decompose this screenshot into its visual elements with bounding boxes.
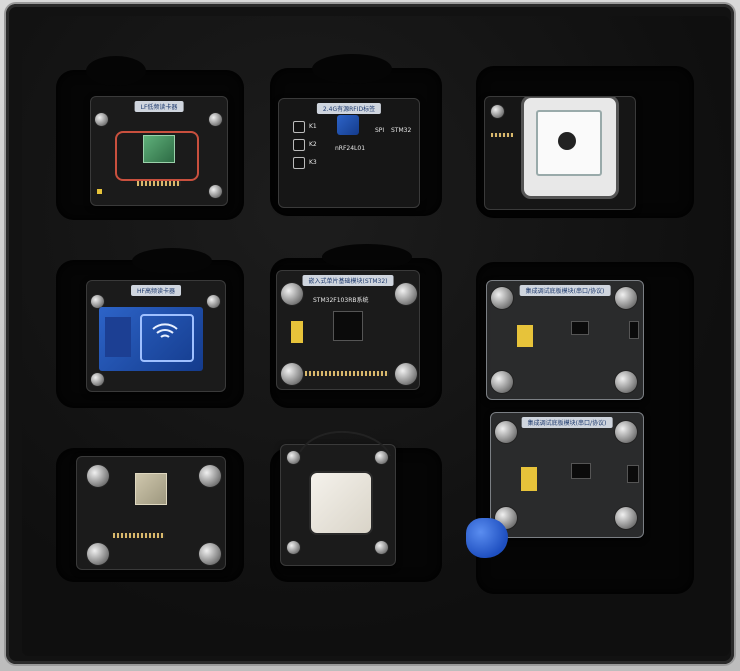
usb-port xyxy=(629,321,639,339)
screw xyxy=(199,465,221,487)
screw xyxy=(87,543,109,565)
rf24-tag-board: 2.4G有源RFID标签 K1 K2 K3 SPI STM32 nRF24L01 xyxy=(278,98,420,208)
stm32-label: STM32 xyxy=(391,127,412,134)
screw xyxy=(495,421,517,443)
screw xyxy=(287,541,300,554)
slot-notch xyxy=(312,54,392,84)
fingerprint-board xyxy=(280,444,396,566)
key-k1-button xyxy=(293,121,305,133)
pin-header xyxy=(137,181,181,186)
scanner-board xyxy=(484,96,636,210)
screw xyxy=(281,283,303,305)
screw xyxy=(91,295,104,308)
board-title-label: HF高频读卡器 xyxy=(131,285,181,296)
screw xyxy=(491,371,513,393)
screw xyxy=(95,113,108,126)
jumper-block xyxy=(521,467,537,491)
screw xyxy=(615,421,637,443)
screw xyxy=(395,283,417,305)
antenna-coil xyxy=(115,131,199,181)
slot-notch xyxy=(86,56,146,86)
barcode-scanner xyxy=(521,97,619,199)
wireless-module-chip xyxy=(135,473,167,505)
pin-header xyxy=(305,371,389,376)
stm32-chip-label: STM32F103RB系统 xyxy=(313,297,369,304)
screw xyxy=(615,371,637,393)
usb-port xyxy=(627,465,639,483)
blue-rfid-fob xyxy=(466,518,508,558)
stm32-base-board: 嵌入式单片基础模块(STM32) STM32F103RB系统 xyxy=(276,270,420,390)
ic-chip xyxy=(571,321,589,335)
lf-reader-board: LF低频读卡器 xyxy=(90,96,228,206)
key-k3-button xyxy=(293,157,305,169)
fingerprint-sensor xyxy=(309,471,373,535)
screw xyxy=(375,541,388,554)
key-k2-button xyxy=(293,139,305,151)
screw xyxy=(615,507,637,529)
board-title-label: 集成调试底板模块(串口/协议) xyxy=(521,417,613,428)
reader-module-chip xyxy=(143,135,175,163)
rf-module xyxy=(337,115,359,135)
k2-label: K2 xyxy=(309,141,317,148)
k1-label: K1 xyxy=(309,123,317,130)
slot-notch xyxy=(132,248,212,274)
screw xyxy=(395,363,417,385)
board-title-label: 2.4G有源RFID标签 xyxy=(316,103,382,114)
pin-header xyxy=(113,533,165,538)
board-title-label: 嵌入式单片基础模块(STM32) xyxy=(302,275,394,286)
screw xyxy=(491,287,513,309)
pin-header xyxy=(491,133,513,137)
jumper-block xyxy=(517,325,533,347)
screw xyxy=(87,465,109,487)
scanner-lens xyxy=(558,132,576,150)
screw xyxy=(375,451,388,464)
rfid-rc522-module xyxy=(99,307,203,371)
screw xyxy=(207,295,220,308)
chip-label: nRF24L01 xyxy=(335,145,366,152)
jumper-block xyxy=(291,321,303,343)
screw xyxy=(287,451,300,464)
hf-reader-board: HF高频读卡器 xyxy=(86,280,226,392)
rfid-antenna-icon xyxy=(105,314,194,362)
debug-base-board-upper: 集成调试底板模块(串口/协议) xyxy=(486,280,644,400)
rf-module-board xyxy=(76,456,226,570)
debug-base-board-lower: 集成调试底板模块(串口/协议) xyxy=(490,412,644,538)
board-title-label: 集成调试底板模块(串口/协议) xyxy=(519,285,611,296)
screw xyxy=(615,287,637,309)
screw xyxy=(281,363,303,385)
screw xyxy=(491,105,504,118)
k3-label: K3 xyxy=(309,159,317,166)
board-title-label: LF低频读卡器 xyxy=(134,101,184,112)
ic-chip xyxy=(571,463,591,479)
screw xyxy=(209,185,222,198)
screw xyxy=(199,543,221,565)
slot-notch xyxy=(322,244,412,270)
led xyxy=(97,189,102,194)
spi-label: SPI xyxy=(375,127,385,134)
stm32-mcu-chip xyxy=(333,311,363,341)
screw xyxy=(91,373,104,386)
screw xyxy=(209,113,222,126)
